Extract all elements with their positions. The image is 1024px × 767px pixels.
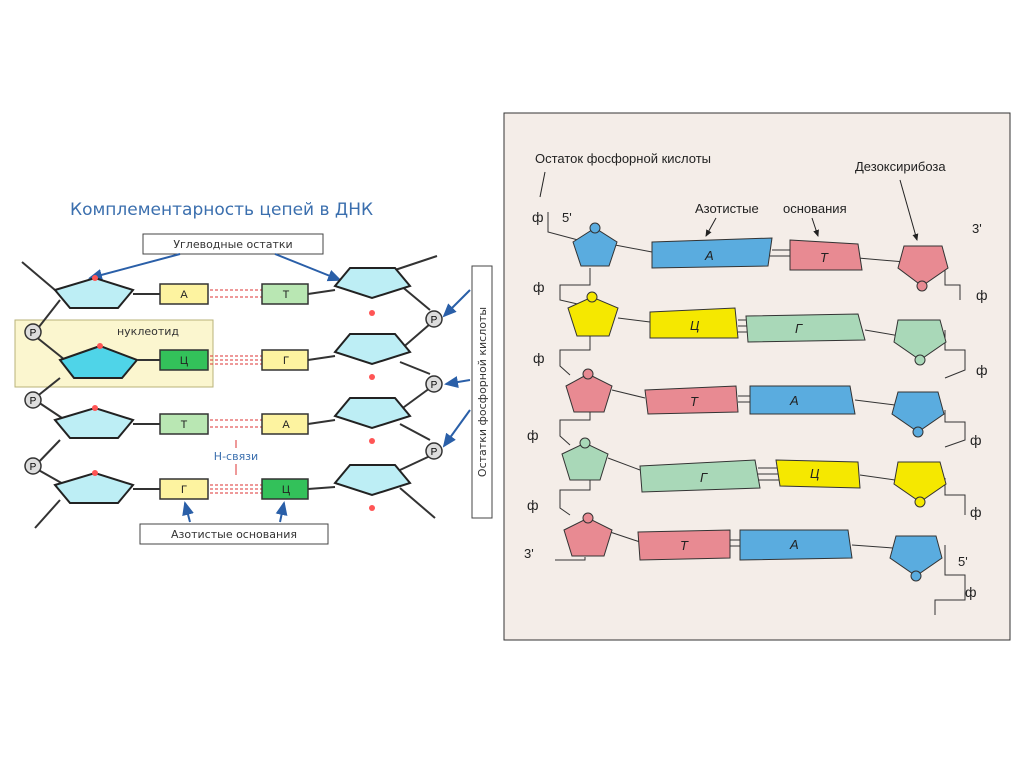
svg-text:P: P: [30, 328, 37, 339]
phosphate-label: Остатки фосфорной кислоты: [476, 307, 489, 477]
phosphate-circle: P: [24, 323, 42, 341]
base-label: Ц: [810, 466, 820, 481]
phosphate-acid-label: Остаток фосфорной кислоты: [535, 151, 711, 166]
base-label: А: [789, 393, 799, 408]
left-phi-labels: ф ф ф ф ф: [527, 209, 545, 513]
phosphate-circle: P: [24, 457, 42, 475]
svg-text:ф: ф: [532, 209, 544, 225]
phosphate-circle: P: [425, 310, 443, 328]
left-base-pair-1: А Т: [159, 283, 309, 305]
right-strand-backbone: [934, 265, 966, 615]
bases-label-2: основания: [783, 201, 847, 216]
left-title: Комплементарность цепей в ДНК: [70, 200, 373, 220]
right-left-sugars: [561, 227, 619, 557]
base-label: Ц: [282, 484, 290, 496]
left-strand-backbone: [547, 212, 591, 561]
left-base-pair-4: Г Ц: [159, 478, 309, 500]
right-base-pair-3: Т А: [644, 385, 856, 415]
svg-text:P: P: [30, 462, 37, 473]
base-label: А: [704, 248, 714, 263]
base-label: Т: [283, 289, 290, 301]
svg-text:ф: ф: [976, 362, 988, 378]
base-label: Т: [181, 419, 188, 431]
right-right-sugars: [889, 245, 949, 577]
nucleotide-label: нуклеотид: [117, 325, 179, 338]
base-label: Ц: [690, 318, 700, 333]
end-3-bottom: 3': [524, 546, 534, 561]
hbond-label: H-связи: [214, 450, 258, 463]
right-left-dots: [579, 222, 601, 524]
base-label: Г: [181, 484, 187, 496]
base-label: Г: [795, 321, 803, 336]
end-5-top: 5': [562, 210, 572, 225]
carb-label-box: Углеводные остатки: [142, 233, 324, 255]
right-backbone: [394, 255, 438, 519]
base-label: Ц: [180, 355, 188, 367]
right-right-dots: [910, 280, 928, 582]
base-label: А: [180, 289, 188, 301]
phosphate-circle: P: [425, 375, 443, 393]
base-label: А: [282, 419, 290, 431]
base-label: Г: [283, 355, 289, 367]
sugar-base-connectors: [133, 289, 336, 490]
svg-text:ф: ф: [527, 497, 539, 513]
base-label: Т: [820, 250, 829, 265]
end-3-top: 3': [972, 221, 982, 236]
svg-text:ф: ф: [970, 504, 982, 520]
svg-text:P: P: [431, 380, 438, 391]
base-label: А: [789, 537, 799, 552]
svg-text:P: P: [431, 315, 438, 326]
svg-text:ф: ф: [970, 432, 982, 448]
svg-text:ф: ф: [976, 287, 988, 303]
svg-text:P: P: [30, 396, 37, 407]
svg-text:ф: ф: [533, 350, 545, 366]
right-phosphates: P P P: [425, 310, 443, 460]
svg-text:P: P: [431, 447, 438, 458]
right-base-pair-4: Г Ц: [639, 459, 861, 493]
bases-label: Азотистые основания: [171, 528, 297, 541]
deoxyribose-label: Дезоксирибоза: [855, 159, 946, 174]
left-base-pair-2: Ц Г: [159, 349, 309, 371]
svg-text:ф: ф: [965, 584, 977, 600]
svg-text:ф: ф: [527, 427, 539, 443]
phosphate-label-box: Остатки фосфорной кислоты: [471, 265, 493, 519]
base-label: Т: [690, 394, 699, 409]
phosphate-circle: P: [425, 442, 443, 460]
base-label: Г: [700, 470, 708, 485]
left-phosphates: P P P: [24, 323, 42, 475]
bases-label-1: Азотистые: [695, 201, 759, 216]
right-connectors: [607, 244, 906, 549]
sugar-oxygen-marks: [92, 275, 375, 511]
right-sugars: [333, 267, 412, 497]
right-phi-labels: ф ф ф ф ф: [965, 287, 988, 600]
base-label: Т: [680, 538, 689, 553]
end-5-bottom: 5': [958, 554, 968, 569]
svg-text:ф: ф: [533, 279, 545, 295]
right-base-pair-2: Ц Г: [649, 307, 866, 343]
left-base-pair-3: Т А: [159, 413, 309, 435]
bases-label-box: Азотистые основания: [139, 523, 329, 545]
phosphate-circle: P: [24, 391, 42, 409]
carb-label: Углеводные остатки: [173, 238, 292, 251]
right-base-pair-5: Т А: [637, 529, 853, 561]
left-sugars: [53, 276, 139, 504]
right-base-pair-1: А Т: [651, 237, 863, 271]
